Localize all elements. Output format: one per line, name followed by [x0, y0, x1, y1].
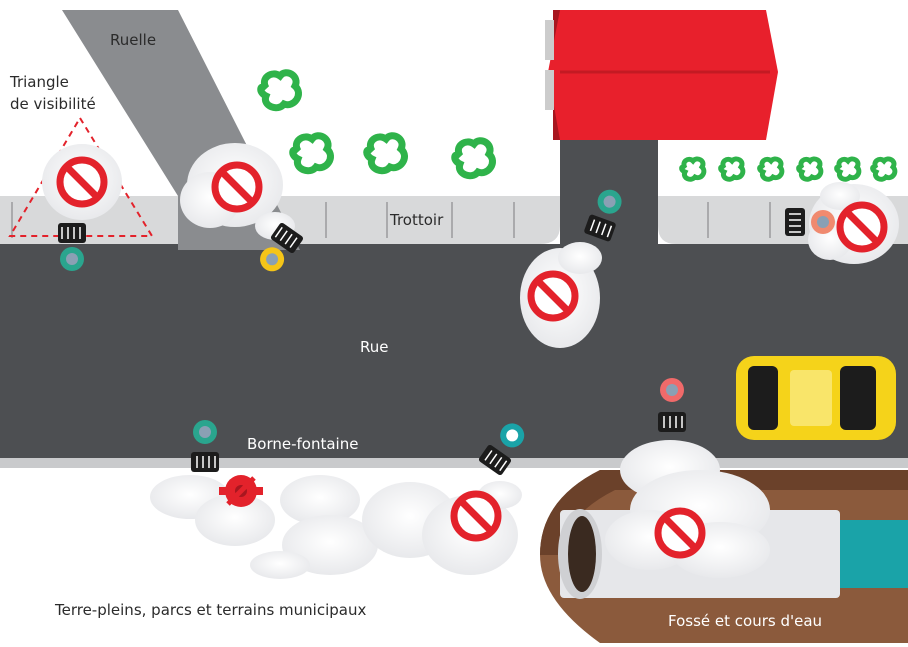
house-icon: [545, 10, 778, 140]
triangle-label-line1: Triangle: [10, 73, 69, 91]
ruelle-label: Ruelle: [110, 31, 156, 49]
terre-pleins-label: Terre-pleins, parcs et terrains municipa…: [55, 601, 366, 619]
rue-label: Rue: [360, 338, 388, 356]
borne-fontaine-label: Borne-fontaine: [247, 435, 358, 453]
trottoir-label: Trottoir: [390, 211, 443, 229]
curb-bottom: [0, 458, 908, 468]
fosse-label: Fossé et cours d'eau: [668, 612, 822, 630]
car-icon: [736, 356, 896, 440]
triangle-label-line2: de visibilité: [10, 95, 96, 113]
